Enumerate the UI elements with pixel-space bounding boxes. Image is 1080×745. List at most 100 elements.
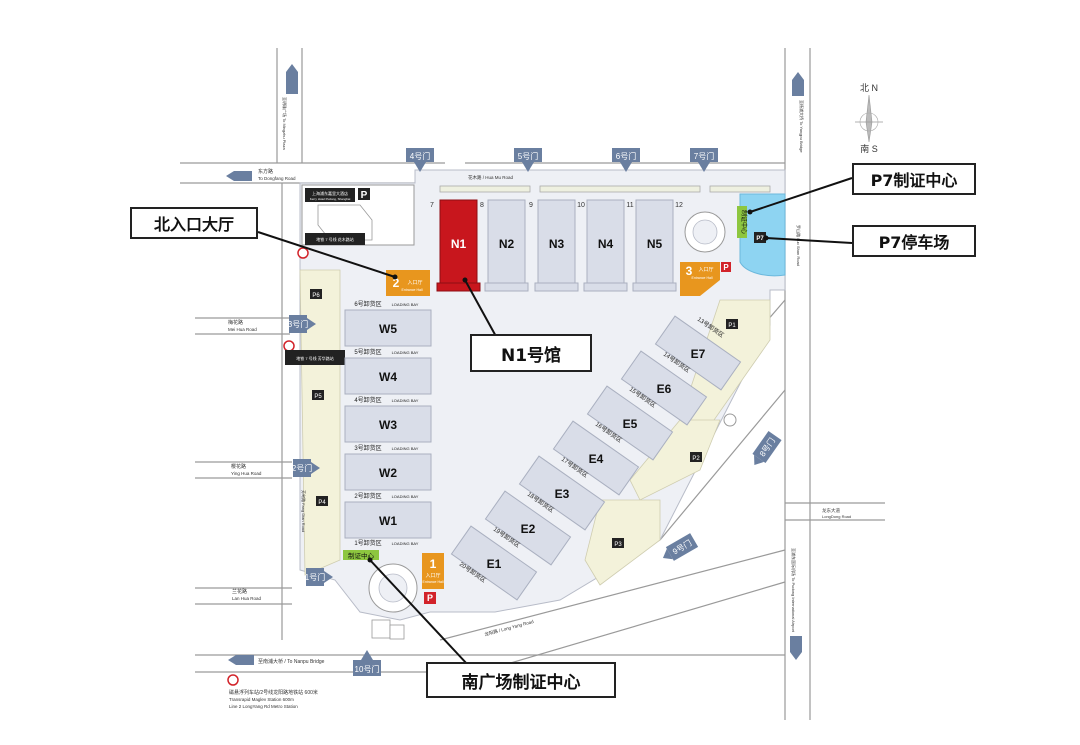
hall-w1: W1 bbox=[344, 501, 432, 539]
svg-text:3: 3 bbox=[686, 264, 693, 278]
parking-p3: P3 bbox=[614, 542, 622, 548]
metro-icon bbox=[283, 340, 295, 352]
svg-text:3号门: 3号门 bbox=[288, 319, 308, 329]
hall-w3: W3 bbox=[344, 405, 432, 443]
hall-n3: N3 bbox=[534, 199, 579, 292]
metro-hualu-label: 地铁 7 号线 花木路站 bbox=[316, 236, 354, 242]
loading-bay-en: LOADING BAY bbox=[392, 541, 419, 546]
callout-n1: N1号馆 bbox=[470, 334, 592, 372]
parking-icon bbox=[721, 262, 731, 272]
svg-text:Mei Hua Road: Mei Hua Road bbox=[228, 327, 257, 332]
svg-text:Transrapid Maglev Station 600m: Transrapid Maglev Station 600m bbox=[229, 697, 294, 702]
hall-w5: W5 bbox=[344, 309, 432, 347]
svg-text:磁悬浮列车站/2号线龙阳路地铁站 600米: 磁悬浮列车站/2号线龙阳路地铁站 600米 bbox=[229, 689, 318, 696]
hall-label: E4 bbox=[589, 452, 604, 466]
svg-text:制证中心: 制证中心 bbox=[348, 551, 375, 560]
loading-bay-label: 2号卸货区 bbox=[354, 492, 381, 500]
gate-1: 1号门 bbox=[305, 568, 333, 586]
hall-label: E2 bbox=[521, 522, 536, 536]
p7-cert-center: 制证中心 P7 bbox=[737, 206, 766, 243]
gate-8: 8号门 bbox=[752, 430, 782, 466]
bay-number: 12 bbox=[675, 202, 683, 209]
kerry-hotel-en: Kerry Hotel Pudong, Shanghai bbox=[310, 197, 351, 201]
callout-n1-label: N1号馆 bbox=[500, 345, 562, 366]
svg-text:入口厅: 入口厅 bbox=[425, 573, 440, 579]
callout-south-cert: 南广场制证中心 bbox=[426, 662, 616, 698]
compass-south-label: 南 S bbox=[860, 143, 878, 154]
loading-bay-en: LOADING BAY bbox=[392, 398, 419, 403]
hall-w4: W4 bbox=[344, 357, 432, 395]
svg-text:1号门: 1号门 bbox=[305, 572, 325, 582]
parking-p7: P7 bbox=[756, 236, 764, 242]
bay-number: 10 bbox=[577, 202, 585, 209]
hall-label: W2 bbox=[379, 466, 397, 480]
svg-text:兰花路: 兰花路 bbox=[232, 588, 247, 595]
hall-label: W4 bbox=[379, 370, 397, 384]
hall-e6: E6 bbox=[620, 350, 708, 426]
gate-4: 4号门 bbox=[406, 148, 434, 172]
loading-bay-label: 6号卸货区 bbox=[354, 300, 381, 308]
hall-n2: N2 bbox=[484, 199, 529, 292]
svg-text:至明珠广场 To Mingzhu Plaza: 至明珠广场 To Mingzhu Plaza bbox=[282, 97, 288, 150]
kerry-hotel-block: 上海浦东嘉里大酒店 Kerry Hotel Pudong, Shanghai P… bbox=[297, 184, 415, 259]
svg-text:至南浦大桥 / To Nanpu Bridge: 至南浦大桥 / To Nanpu Bridge bbox=[258, 658, 325, 665]
maglev-station: 磁悬浮列车站/2号线龙阳路地铁站 600米 Transrapid Maglev … bbox=[227, 674, 318, 709]
hall-label: E7 bbox=[691, 347, 706, 361]
hall-e5: E5 bbox=[586, 385, 674, 461]
parking-markers: P6 P5 P4 P1 P2 P3 bbox=[310, 289, 738, 548]
loading-bay-en: LOADING BAY bbox=[392, 494, 419, 499]
gate-10: 10号门 bbox=[353, 650, 381, 676]
hall-label: N5 bbox=[647, 237, 663, 251]
svg-text:至浦东国际机场 To Pudong Internationa: 至浦东国际机场 To Pudong International Airport bbox=[791, 548, 797, 633]
north-halls: N1 N2 N3 N4 N5 7 8 9 10 11 12 bbox=[430, 199, 683, 292]
metro-icon bbox=[297, 247, 309, 259]
hall-e7: E7 bbox=[654, 315, 742, 391]
hall-e2: E2 bbox=[484, 490, 572, 566]
svg-text:花木路 / Hua Mu Road: 花木路 / Hua Mu Road bbox=[468, 174, 514, 181]
parking-icon bbox=[424, 592, 436, 604]
callout-p7-parking-label: P7停车场 bbox=[878, 233, 950, 252]
loading-bay-label: 5号卸货区 bbox=[354, 348, 381, 356]
svg-text:Entrance Hall: Entrance Hall bbox=[422, 580, 443, 584]
svg-text:樱花路: 樱花路 bbox=[231, 463, 246, 470]
svg-text:2号门: 2号门 bbox=[292, 463, 312, 473]
svg-text:Line 2 LongYang Rd Metro Stati: Line 2 LongYang Rd Metro Station bbox=[229, 704, 298, 709]
compass: 北 N 南 S bbox=[855, 83, 883, 154]
hall-label: W3 bbox=[379, 418, 397, 432]
hall-e4: E4 bbox=[552, 420, 640, 496]
metro-fanghua: 地铁 7 号线 芳华路站 bbox=[283, 340, 345, 365]
hall-label: N2 bbox=[499, 237, 515, 251]
entrance-north: 2 入口厅 Entrance Hall bbox=[386, 270, 430, 296]
svg-text:5号门: 5号门 bbox=[518, 151, 538, 161]
entrance-east: 3 入口厅 Entrance Hall P bbox=[680, 262, 731, 296]
bay-number: 11 bbox=[626, 202, 633, 209]
loading-bay-label: 4号卸货区 bbox=[354, 396, 381, 404]
hall-label: E6 bbox=[657, 382, 672, 396]
svg-text:P: P bbox=[723, 263, 729, 272]
compass-north-label: 北 N bbox=[860, 83, 878, 93]
kerry-hotel-label: 上海浦东嘉里大酒店 bbox=[312, 190, 348, 196]
entrance-south: 1 入口厅 Entrance Hall P bbox=[422, 553, 444, 604]
svg-text:罗山路 Luo Shan Road: 罗山路 Luo Shan Road bbox=[796, 225, 802, 266]
bay-number: 7 bbox=[430, 202, 434, 209]
callout-dots bbox=[367, 209, 769, 563]
parking-p6: P6 bbox=[312, 293, 320, 299]
callout-north-entrance: 北入口大厅 bbox=[130, 207, 258, 239]
hall-e3: E3 bbox=[518, 455, 606, 531]
svg-text:To Dongfang Road: To Dongfang Road bbox=[258, 176, 296, 181]
svg-text:Lan Hua Road: Lan Hua Road bbox=[232, 596, 262, 601]
metro-icon bbox=[227, 674, 239, 686]
parking-icon bbox=[358, 188, 370, 200]
callout-p7-cert: P7制证中心 bbox=[852, 163, 976, 195]
svg-text:LongDong Road: LongDong Road bbox=[822, 514, 851, 519]
svg-text:至杨浦大桥 To Yangpu Bridge: 至杨浦大桥 To Yangpu Bridge bbox=[799, 100, 805, 153]
svg-text:Entrance Hall: Entrance Hall bbox=[691, 276, 712, 280]
svg-text:P: P bbox=[361, 190, 368, 201]
parking-p2: P2 bbox=[692, 456, 700, 462]
hall-label: N1 bbox=[451, 237, 467, 251]
south-cert-center: 制证中心 bbox=[343, 550, 379, 560]
svg-text:6号门: 6号门 bbox=[616, 151, 636, 161]
svg-text:4号门: 4号门 bbox=[410, 151, 430, 161]
svg-text:2: 2 bbox=[393, 276, 400, 290]
gate-2: 2号门 bbox=[292, 459, 320, 477]
